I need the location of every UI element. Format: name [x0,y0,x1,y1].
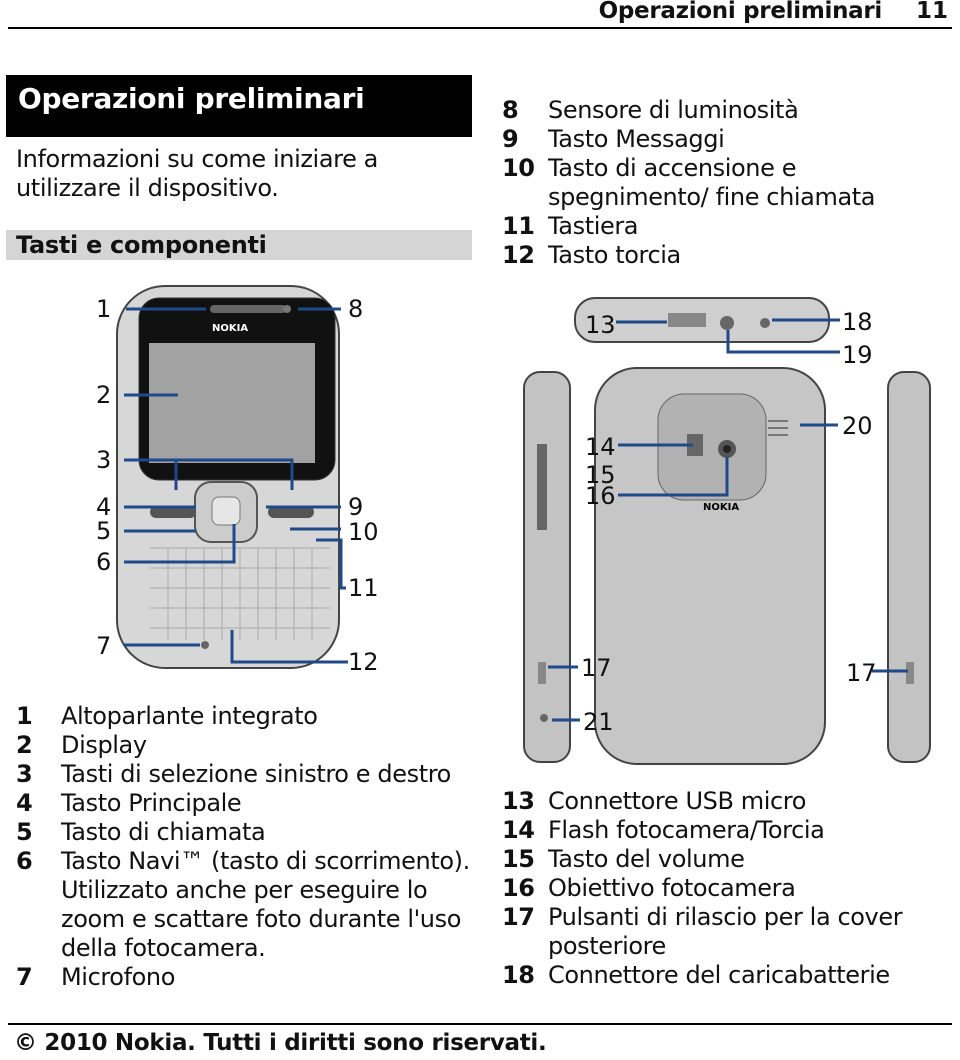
list-item: 12 Tasto torcia [502,241,952,270]
callout-16: 16 [585,482,616,510]
item-text: Connettore del caricabatterie [548,961,890,989]
callout-6: 6 [96,548,111,576]
list-item: 2 Display [16,731,476,760]
item-text: Tasto Messaggi [548,125,725,153]
item-number: 5 [16,818,33,846]
item-number: 4 [16,789,33,817]
list-item: 18 Connettore del caricabatterie [502,961,952,990]
list-item: 16 Obiettivo fotocamera [502,874,952,903]
subsection-title: Tasti e componenti [6,230,472,260]
list-item: 4 Tasto Principale [16,789,476,818]
header-title: Operazioni preliminari [598,0,883,24]
item-number: 6 [16,847,33,875]
back-brand-logo: NOKIA [703,502,739,513]
item-number: 11 [502,212,535,240]
front-brand-logo: NOKIA [212,323,248,334]
item-number: 17 [502,903,535,931]
header-rule [8,27,952,29]
item-text: Tasto del volume [548,845,745,873]
callout-4: 4 [96,493,111,521]
list-item: 8 Sensore di luminosità [502,96,952,125]
item-number: 18 [502,961,535,989]
callout-1: 1 [96,295,111,323]
item-text: Tasto Navi™ (tasto di scorrimento). Util… [61,847,470,962]
callout-10: 10 [348,518,379,546]
list-item: 10 Tasto di accensione e spegnimento/ fin… [502,154,952,212]
item-text: Sensore di luminosità [548,96,799,124]
callout-20: 20 [842,412,873,440]
callout-19: 19 [842,341,873,369]
list-item: 7 Microfono [16,963,476,992]
item-text: Tasto torcia [548,241,681,269]
item-text: Flash fotocamera/Torcia [548,816,825,844]
item-number: 1 [16,702,33,730]
callout-17-left: 17 [581,654,612,682]
callout-7: 7 [96,632,111,660]
callout-8: 8 [348,295,363,323]
list-item: 1 Altoparlante integrato [16,702,476,731]
item-text: Pulsanti di rilascio per la cover poster… [548,903,903,960]
list-item: 9 Tasto Messaggi [502,125,952,154]
callout-18: 18 [842,308,873,336]
list-item: 17 Pulsanti di rilascio per la cover post… [502,903,952,961]
callout-9: 9 [348,493,363,521]
callout-lines [124,307,908,722]
callout-11: 11 [348,574,379,602]
item-number: 7 [16,963,33,991]
list-item: 15 Tasto del volume [502,845,952,874]
callout-15: 15 [585,461,616,489]
list-item: 6 Tasto Navi™ (tasto di scorrimento). Uti… [16,847,476,963]
item-text: Microfono [61,963,176,991]
page-header: Operazioni preliminari 11 [0,0,960,29]
page-number: 11 [915,0,948,24]
parts-list-top-right: 8 Sensore di luminosità 9 Tasto Messaggi 1… [502,96,952,270]
item-number: 15 [502,845,535,873]
item-number: 12 [502,241,535,269]
item-text: Altoparlante integrato [61,702,318,730]
item-text: Tastiera [548,212,639,240]
phone-diagram: NOKIA NOKIA [96,285,931,765]
callout-numbers: 1 2 3 4 5 6 7 8 9 10 11 12 13 14 15 16 1… [96,295,877,736]
item-text: Tasto di chiamata [61,818,266,846]
item-number: 10 [502,154,535,182]
parts-list-bottom-right: 13 Connettore USB micro 14 Flash fotocamer… [502,787,952,990]
item-text: Connettore USB micro [548,787,807,815]
item-text: Obiettivo fotocamera [548,874,796,902]
list-item: 11 Tastiera [502,212,952,241]
front-phone-illustration: NOKIA [116,285,340,669]
parts-list-bottom-left: 1 Altoparlante integrato 2 Display 3 Tasti … [16,702,476,992]
item-number: 9 [502,125,519,153]
item-text: Tasto Principale [61,789,242,817]
section-title: Operazioni preliminari [6,75,472,137]
list-item: 5 Tasto di chiamata [16,818,476,847]
footer-rule [8,1023,952,1025]
item-number: 3 [16,760,33,788]
callout-13: 13 [585,311,616,339]
callout-21: 21 [583,708,614,736]
callout-2: 2 [96,381,111,409]
item-number: 16 [502,874,535,902]
callout-5: 5 [96,517,111,545]
callout-17-right: 17 [846,659,877,687]
footer-copyright: © 2010 Nokia. Tutti i diritti sono riser… [14,1030,547,1056]
item-text: Display [61,731,147,759]
callout-14: 14 [585,433,616,461]
list-item: 13 Connettore USB micro [502,787,952,816]
back-phone-illustration: NOKIA [523,297,931,765]
callout-12: 12 [348,648,379,676]
intro-text: Informazioni su come iniziare a utilizza… [16,145,378,202]
item-text: Tasto di accensione e spegnimento/ fine … [548,154,876,211]
item-number: 13 [502,787,535,815]
list-item: 3 Tasti di selezione sinistro e destro [16,760,476,789]
item-number: 14 [502,816,535,844]
list-item: 14 Flash fotocamera/Torcia [502,816,952,845]
item-number: 8 [502,96,519,124]
item-text: Tasti di selezione sinistro e destro [61,760,451,788]
callout-3: 3 [96,446,111,474]
item-number: 2 [16,731,33,759]
